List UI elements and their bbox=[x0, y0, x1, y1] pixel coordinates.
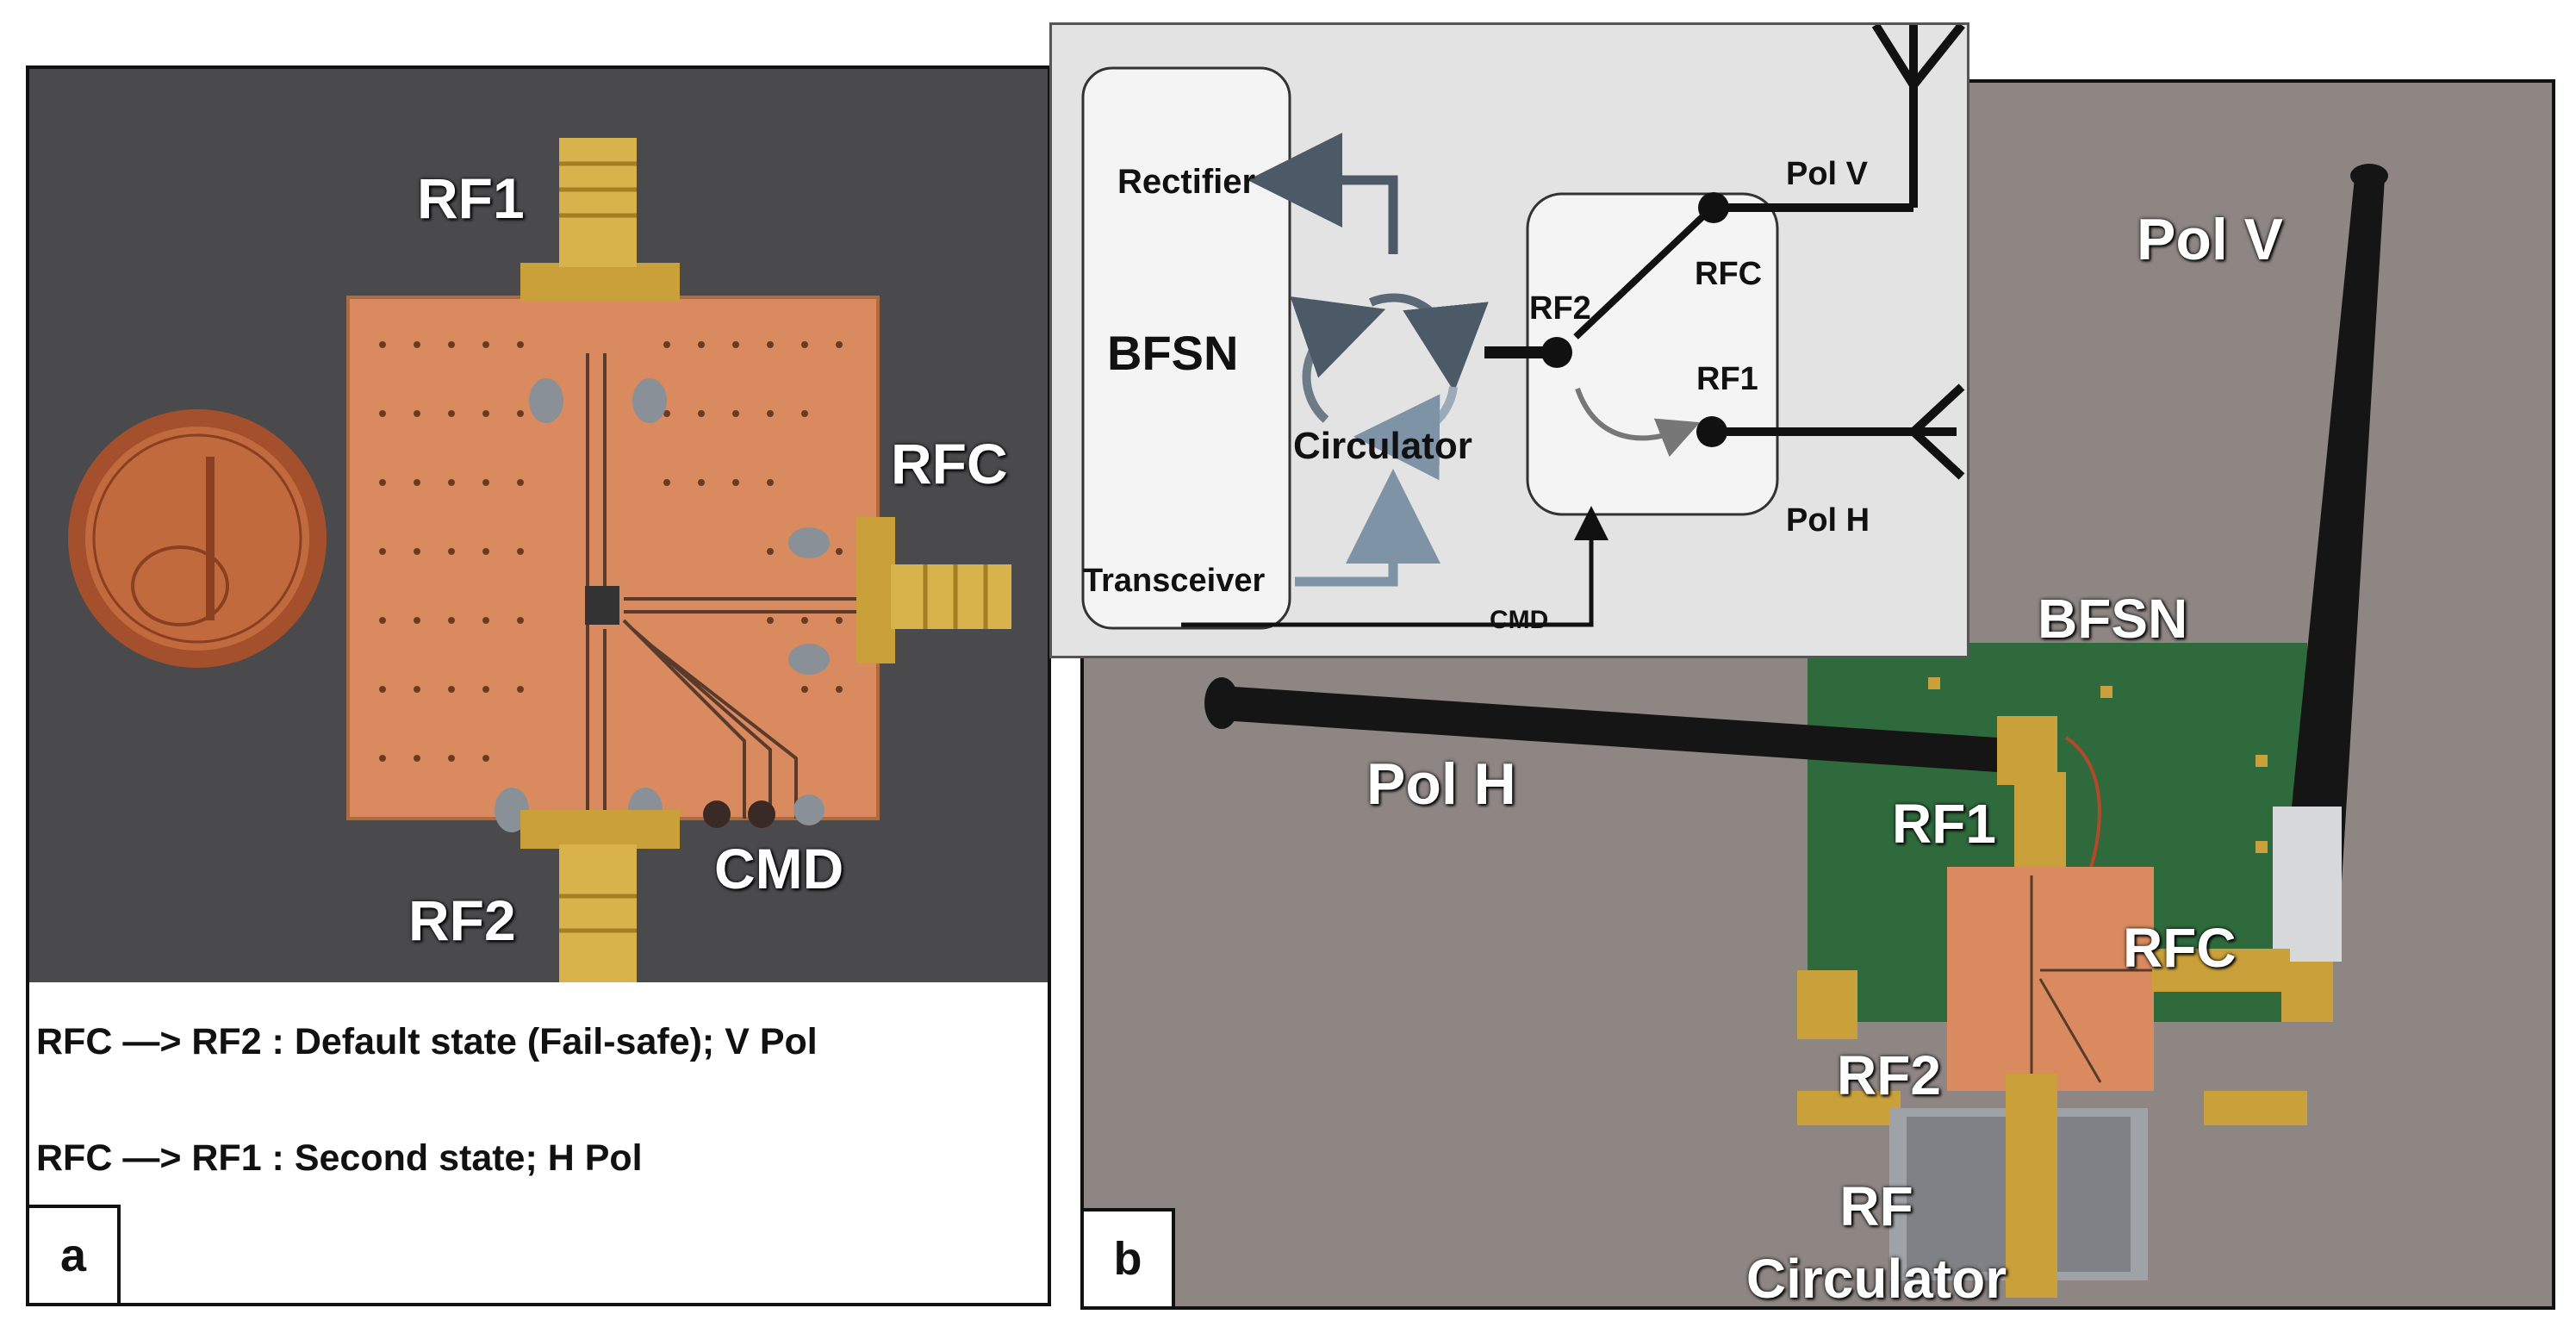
bfsn-block bbox=[1081, 66, 1291, 630]
label-pol-v: Pol V bbox=[2137, 207, 2284, 272]
label-rf1: RF1 bbox=[417, 166, 525, 230]
label-pol-h: Pol H bbox=[1366, 751, 1516, 817]
diagram-pol-v: Pol V bbox=[1786, 156, 1869, 192]
sma-connector-rf2 bbox=[520, 810, 680, 982]
sma-connector-rfc bbox=[856, 517, 1011, 663]
diagram-cmd: CMD bbox=[1490, 606, 1549, 634]
sma-connector-rf1 bbox=[520, 138, 680, 302]
label-rf2-b: RF2 bbox=[1837, 1044, 1941, 1106]
diagram-pol-h: Pol H bbox=[1786, 502, 1870, 539]
label-cmd: CMD bbox=[714, 837, 844, 900]
diagram-transceiver: Transceiver bbox=[1083, 563, 1266, 599]
coin-image bbox=[68, 409, 327, 668]
caption-second-state: RFC —> RF1 : Second state; H Pol bbox=[36, 1137, 643, 1179]
diagram-rf2: RF2 bbox=[1529, 290, 1591, 327]
diagram-rf1: RF1 bbox=[1696, 361, 1758, 397]
switch-pcb bbox=[346, 296, 880, 832]
panel-a-tag: a bbox=[29, 1205, 121, 1303]
antenna-pol-h bbox=[1204, 677, 2057, 785]
block-diagram: Rectifier BFSN Circulator Transceiver RF… bbox=[1049, 22, 1969, 658]
label-rf-circulator: RF Circulator bbox=[1704, 1170, 2049, 1310]
rf-circulator bbox=[1889, 1074, 2148, 1298]
panel-a-photo bbox=[29, 69, 1048, 982]
label-bfsn: BFSN bbox=[2038, 588, 2188, 650]
switch-pcb-small bbox=[1947, 867, 2154, 1091]
diagram-circulator: Circulator bbox=[1293, 425, 1472, 467]
diagram-bfsn: BFSN bbox=[1107, 326, 1239, 380]
label-rfc-b: RFC bbox=[2123, 917, 2237, 979]
caption-default-state: RFC —> RF2 : Default state (Fail-safe); … bbox=[36, 1021, 818, 1062]
label-rfc: RFC bbox=[891, 432, 1008, 495]
label-rf-circulator-line2: Circulator bbox=[1745, 1248, 2007, 1310]
diagram-rfc: RFC bbox=[1695, 256, 1763, 292]
panel-a: RF1 RFC CMD RF2 RFC —> RF2 : Default sta… bbox=[26, 65, 1051, 1306]
label-rf1-b: RF1 bbox=[1892, 793, 1996, 855]
label-rf-circulator-line1: RF bbox=[1839, 1175, 1913, 1237]
label-rf2: RF2 bbox=[408, 888, 516, 952]
panel-b-tag: b bbox=[1084, 1208, 1175, 1306]
diagram-rectifier: Rectifier bbox=[1117, 163, 1256, 201]
